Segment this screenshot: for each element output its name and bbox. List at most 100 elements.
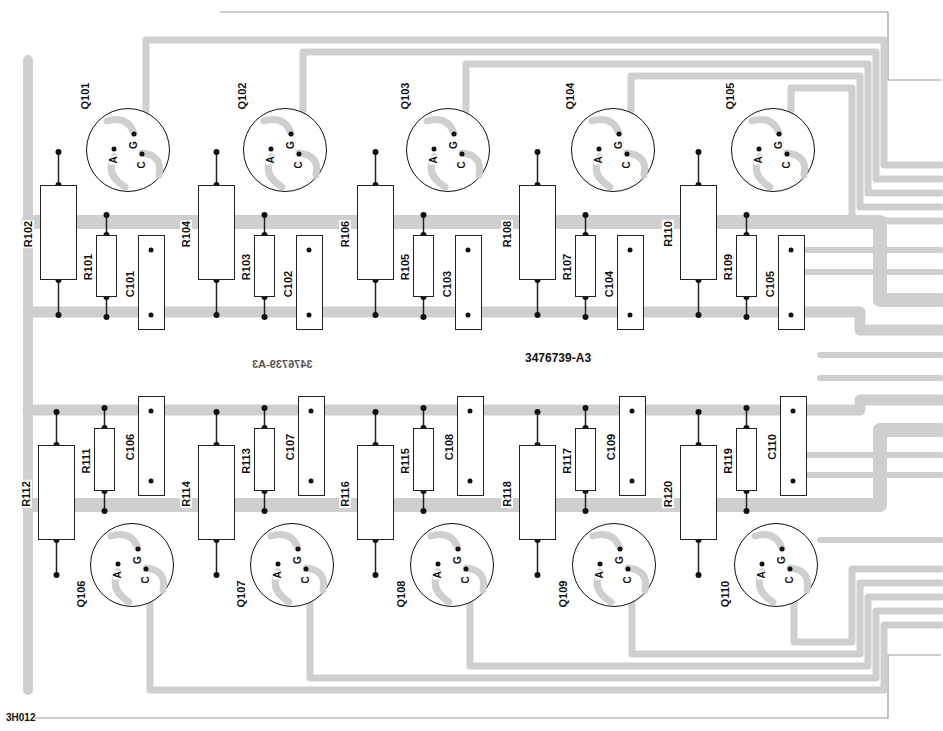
pad-pattern: [573, 524, 654, 605]
pin-dot: [624, 151, 629, 156]
pin-dot: [597, 561, 602, 566]
transistor-outline: Q109AGC: [572, 523, 656, 607]
pin-dot: [628, 248, 633, 253]
solder-pad: [262, 508, 268, 514]
transistor-outline: Q107AGC: [250, 523, 334, 607]
pin-dot: [628, 313, 633, 318]
pin-dot: [139, 151, 144, 156]
capacitor-symbol: C105: [778, 235, 805, 330]
lead-wire: [698, 412, 700, 445]
pin-name: C: [782, 160, 792, 169]
part-label: C105: [764, 269, 776, 297]
part-label: C109: [605, 433, 617, 461]
pin-dot: [296, 151, 301, 156]
lead-wire: [537, 412, 539, 445]
pin-dot: [455, 546, 460, 551]
solder-pad: [583, 212, 589, 218]
capacitor-symbol: C101: [138, 235, 165, 330]
resistor-symbol: R107: [575, 235, 596, 297]
pin-dot: [309, 479, 314, 484]
solder-pad: [535, 572, 541, 578]
pin-dot: [463, 566, 468, 571]
pin-dot: [791, 409, 796, 414]
solder-pad: [583, 405, 589, 411]
lead-wire: [56, 540, 58, 575]
part-label: Q102: [236, 82, 248, 111]
capacitor-symbol: C104: [617, 235, 644, 330]
board-outline: [18, 12, 941, 718]
resistor-symbol: R117: [575, 428, 596, 491]
trace: [107, 120, 134, 134]
mirrored-drawing-number: 3476739-A3: [252, 358, 313, 370]
part-label: R108: [501, 219, 513, 247]
pin-dot: [149, 313, 154, 318]
lead-wire: [698, 540, 700, 575]
pin-dot: [149, 248, 154, 253]
solder-pad: [535, 149, 541, 155]
solder-pad: [214, 312, 220, 318]
resistor-symbol: R111: [94, 428, 115, 491]
solder-pad: [744, 314, 750, 320]
trace: [466, 64, 941, 193]
pad-pattern: [87, 109, 168, 190]
solder-pad: [583, 508, 589, 514]
solder-pad: [696, 312, 702, 318]
fan-traces: [146, 40, 941, 690]
pin-name: A: [266, 155, 276, 164]
part-label: Q103: [399, 82, 411, 111]
part-label: R107: [561, 253, 573, 281]
transistor-outline: Q102AGC: [243, 108, 327, 192]
resistor-symbol: R115: [413, 428, 434, 491]
part-label: Q106: [75, 580, 87, 609]
pin-dot: [466, 248, 471, 253]
pin-dot: [468, 409, 473, 414]
solder-pad: [373, 149, 379, 155]
solder-pad: [421, 508, 427, 514]
pin-name: C: [301, 575, 311, 584]
pin-dot: [625, 566, 630, 571]
pin-name: A: [433, 570, 443, 579]
pin-name: G: [293, 555, 303, 565]
trace: [800, 247, 941, 253]
copper-bands: [28, 60, 941, 690]
pin-dot: [789, 313, 794, 318]
solder-pad: [262, 405, 268, 411]
pin-dot: [111, 146, 116, 151]
part-label: R116: [339, 480, 351, 508]
trace: [111, 535, 138, 549]
transistor-outline: Q104AGC: [571, 108, 655, 192]
part-label: R111: [80, 447, 92, 474]
resistor-symbol: R102: [40, 185, 77, 280]
trace: [800, 472, 941, 478]
trace: [820, 352, 941, 358]
trace: [800, 452, 941, 458]
pin-name: G: [129, 140, 139, 150]
pad-pattern: [732, 109, 813, 190]
part-label: C102: [282, 269, 294, 297]
part-label: R112: [20, 480, 32, 508]
pin-dot: [630, 479, 635, 484]
pin-name: G: [615, 555, 625, 565]
pin-dot: [451, 131, 456, 136]
trace: [427, 120, 454, 134]
lead-wire: [537, 280, 539, 315]
pin-name: C: [461, 575, 471, 584]
pin-dot: [268, 146, 273, 151]
pin-name: A: [757, 570, 767, 579]
pad-pattern: [244, 109, 325, 190]
part-label: R103: [240, 253, 252, 281]
pin-dot: [468, 479, 473, 484]
lead-wire: [56, 412, 58, 445]
solder-pad: [373, 312, 379, 318]
solder-pad: [214, 409, 220, 415]
pin-dot: [466, 313, 471, 318]
part-label: Q107: [235, 580, 247, 609]
pin-dot: [617, 546, 622, 551]
transistor-outline: Q110AGC: [734, 523, 818, 607]
solder-pad: [696, 149, 702, 155]
part-label: R102: [22, 219, 34, 247]
trace: [431, 535, 458, 549]
lead-wire: [375, 280, 377, 315]
transistor-outline: Q105AGC: [731, 108, 815, 192]
